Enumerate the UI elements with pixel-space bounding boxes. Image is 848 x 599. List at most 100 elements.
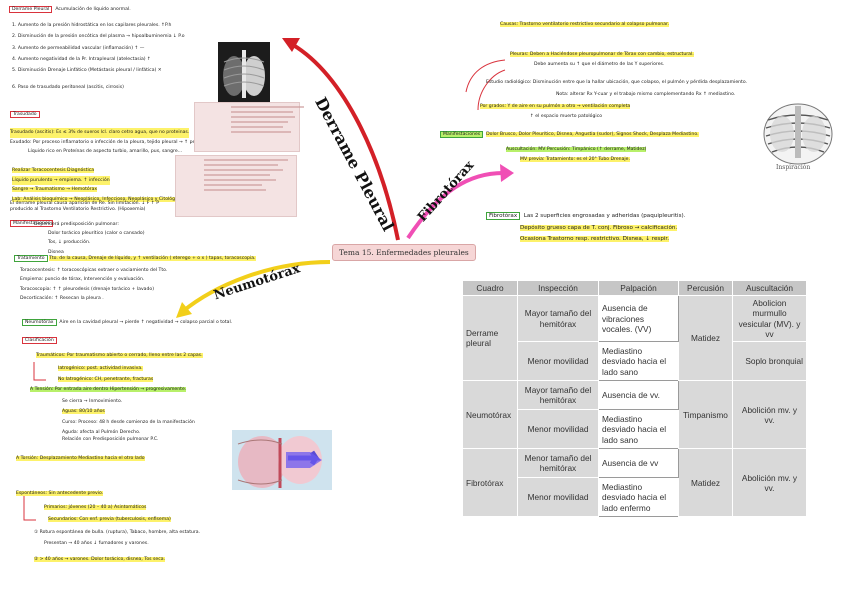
symptoms-list: Dependerá predisposición pulmonar: Dolor…: [34, 220, 145, 257]
diag-rx-line: Estudio radiológico: Disminución entre q…: [486, 80, 748, 85]
fibrotorax-block: Fibrotórax Las 2 superficies engrosadas …: [486, 211, 685, 246]
cell-inspeccion: Mayor tamaño del hemitórax: [517, 294, 599, 343]
derrame-heading: Derrame Pleural Acumulación de líquido a…: [9, 6, 131, 13]
symptom-item: Dolor torácico pleurítico (calor o cansa…: [48, 231, 145, 237]
treatment-block: Tratamiento Tto. de la causa, Drenaje de…: [14, 255, 256, 262]
manifestaciones-right: Manifestaciones Dolor Brusco, Dolor Pleu…: [440, 131, 699, 138]
cell-inspeccion: Menor movilidad: [517, 409, 599, 450]
tension-line-item: Se cierra → Inmovimiento.: [62, 399, 123, 404]
exudado-line: Exudado: Por proceso inflamatorio o infe…: [10, 139, 225, 145]
central-topic[interactable]: Tema 15. Enfermedades pleurales: [332, 244, 476, 261]
tension-extra-text: Relación con Predisposición pulmonar P.C…: [62, 437, 159, 442]
cell-percusion: Timpanismo: [678, 380, 733, 450]
fibrotorax-line: Ocasiona Trastorno resp. restrictivo. Di…: [520, 236, 669, 243]
table-row: Menor movilidad Mediastino desviado haci…: [463, 409, 807, 450]
treatment-text: Tto. de la causa, Drenaje de líquido, y …: [49, 256, 256, 261]
treatment-line: Toracocentesis: ↑ toracoscópicas extraer…: [20, 268, 168, 273]
comparison-table-container: Cuadro Inspección Palpación Percusión Au…: [462, 280, 807, 518]
spont-note: ② > 40 años → varones. Dolor torácico, d…: [34, 557, 166, 563]
causas-line: Causas: Trastorno ventilatorio restricti…: [500, 22, 669, 28]
cause-item: 2. Disminución de la presión oncótica de…: [12, 34, 185, 40]
header-cuadro: Cuadro: [462, 280, 518, 296]
header-inspeccion: Inspección: [517, 280, 599, 296]
fibrotorax-arrowhead: [500, 164, 514, 182]
cell-inspeccion: Menor movilidad: [517, 341, 599, 382]
ribcage-image: Inspiración: [758, 98, 838, 174]
neumotorax-definition: Neumotórax Aire en la cavidad pleural → …: [22, 319, 232, 326]
primarios-text: Primarios: jóvenes (20 – 40 a) Asintomát…: [44, 505, 147, 510]
treatment-lines: Toracocentesis: ↑ toracoscópicas extraer…: [20, 266, 167, 304]
tension-line-item: Aguas: 80/10 años: [62, 409, 105, 415]
tension-line-item: Curso: Proceso: 48 h desde comienzo de l…: [62, 419, 195, 425]
symptom-item: Dependerá predisposición pulmonar:: [34, 222, 119, 227]
no-iatrogenico-text: No Iatrogénico: CH, penetrante, fractura…: [58, 376, 154, 382]
exudado-line-2: Líquido rico en Proteínas de aspecto tur…: [28, 149, 183, 155]
pneumothorax-drawing: [232, 430, 332, 490]
cell-cuadro: Neumotórax: [462, 380, 518, 450]
treatment-line: Toracoscopia: ↑ ↑ pleurodesis (drenaje t…: [20, 286, 155, 292]
pleuras-line: Pleuras: Deben a Haciéndose pleuropulmon…: [510, 52, 694, 58]
auscultacion-line: Auscultación: MV Percusión: Timpánico (↑…: [506, 147, 647, 153]
grado-text: Por grados: Y de aire en su pulmón a otr…: [480, 104, 631, 109]
xray-drawing: [223, 50, 265, 98]
exudado-table-image: [175, 155, 297, 217]
table-row: Derrame pleural Mayor tamaño del hemitór…: [462, 294, 807, 382]
grado-line-2: ↑ el espacio muerto patológico: [530, 114, 603, 119]
espontaneos-line: Espontáneos: Sin antecedente previo.: [16, 491, 104, 497]
auscultacion-text-2: MV previa: Tratamiento: es el 20° Tubo D…: [520, 157, 630, 162]
treatment-tag: Tratamiento: [14, 255, 48, 262]
torsion-line: A Torsión: Desplazamiento Mediastino hac…: [16, 456, 145, 462]
toracocentesis-title: Realizar Toracocentesis Diagnóstica: [12, 168, 95, 173]
trasudado-tag: Trasudado: [10, 111, 40, 118]
derrame-arrowhead: [282, 38, 300, 52]
manifestaciones-right-text: Dolor Brusco, Dolor Pleurítico, Disnea, …: [486, 132, 699, 137]
neumotorax-def-tag: Neumotórax: [22, 319, 57, 326]
cell-auscultacion: Abolición mv. y vv.: [732, 448, 807, 518]
chest-xray-image: [218, 42, 270, 104]
cause-item: 1. Aumento de la presión hidrostática en…: [12, 23, 172, 28]
ribcage-drawing: [763, 103, 833, 165]
spont-note: Presentan → 40 años ↓ fumadores y varone…: [44, 540, 149, 546]
cause-item: 4. Aumento negatividad de la Pr. Intrapl…: [12, 56, 151, 62]
cell-auscultacion: Abolicion murmullo vesicular (MV). y vv: [732, 294, 807, 343]
fibrotorax-line: Las 2 superficies engrosadas y adheridas…: [523, 213, 686, 219]
cell-inspeccion: Menor movilidad: [517, 477, 599, 518]
neumotorax-arrow: [180, 260, 331, 314]
fibrotorax-arrow: [406, 170, 507, 240]
derrame-subtitle: Acumulación de líquido anormal.: [55, 7, 131, 12]
traumaticos-text: Traumáticos: Por traumatismo abierto o c…: [36, 353, 203, 358]
cause-item: 3. Aumento de permeabilidad vascular (in…: [12, 45, 145, 51]
grado-line: Por grados: Y de aire en su pulmón a otr…: [480, 104, 631, 110]
table-row: Neumotórax Mayor tamaño del hemitórax Au…: [462, 380, 807, 450]
cause-item: 5. Disminución Drenaje Linfático (Metást…: [12, 68, 162, 73]
secundarios-text: Secundarios: Con enf. previa (tuberculos…: [48, 516, 171, 522]
trasudado-tag-label: Trasudado: [10, 111, 40, 118]
symptom-item: Tos, ↓ producción.: [48, 240, 91, 246]
cell-percusion: Matidez: [678, 448, 733, 518]
trasudado-line: Trasudado (ascitis): Es ≤ 3% de sueros l…: [10, 128, 190, 138]
treatment-line: Decorticación: ↑ Resecan la pleura .: [20, 296, 104, 302]
pleuras-line-2: Debe aumenta su ↑ que el diámetro de las…: [534, 62, 665, 67]
manifestaciones-right-tag: Manifestaciones: [440, 131, 484, 138]
cell-palpacion: Mediastino desviado hacia el lado sano: [598, 409, 679, 450]
trasudado-lines: Trasudado (ascitis): Es ≤ 3% de sueros l…: [10, 128, 224, 157]
header-percusion: Percusión: [678, 280, 733, 296]
trasudado-table-image: [194, 102, 304, 152]
cell-auscultacion: Soplo bronquial: [732, 341, 807, 382]
comparison-table: Cuadro Inspección Palpación Percusión Au…: [462, 280, 807, 518]
toracocentesis-block: Realizar Toracocentesis Diagnóstica Líqu…: [12, 166, 182, 205]
tension-extra: Relación con Predisposición pulmonar P.C…: [62, 437, 159, 443]
table-row: Menor movilidad Mediastino desviado haci…: [463, 341, 807, 382]
cell-cuadro: Derrame pleural: [462, 294, 518, 382]
auscultacion-text: Auscultación: MV Percusión: Timpánico (↑…: [506, 147, 647, 152]
symptom-item: Disnea: [48, 249, 64, 255]
cell-palpacion: Ausencia de vibraciones vocales. (VV): [598, 294, 679, 343]
clasificacion-tag: Clasificación: [22, 337, 57, 344]
cell-percusion: Matidez: [678, 294, 733, 382]
auscultacion-line-2: MV previa: Tratamiento: es el 20° Tubo D…: [520, 157, 630, 163]
cell-palpacion: Mediastino desviado hacia el lado sano: [598, 341, 679, 382]
manifestaciones-tag-label: Manifestaciones: [10, 220, 54, 227]
espontaneos-text: Espontáneos: Sin antecedente previo.: [16, 491, 104, 496]
table-header-row: Cuadro Inspección Palpación Percusión Au…: [462, 280, 807, 296]
